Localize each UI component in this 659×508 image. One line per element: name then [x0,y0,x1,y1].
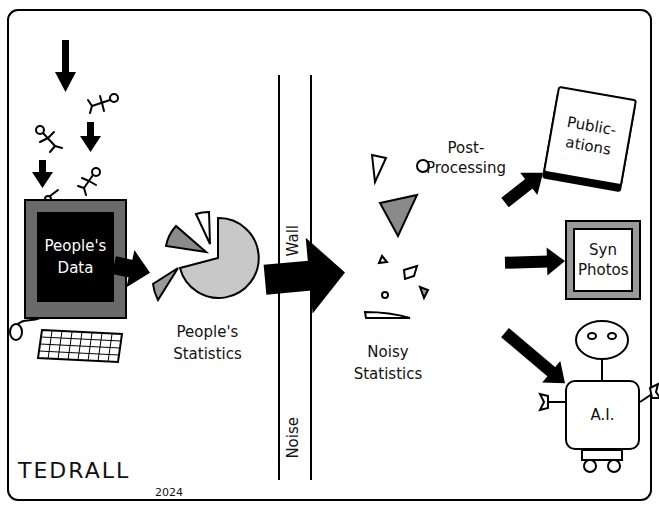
arrow-head [520,173,543,195]
arrow-head [127,250,151,287]
node-text: Syn Photos [578,240,628,280]
photo-frame: Syn Photos [565,220,641,300]
node-text: Noisy Statistics [345,341,431,385]
arrow-shaft [505,262,549,263]
flow-arrow [505,333,565,384]
noisy-node: Noisy Statistics [345,145,505,385]
flow-arrow [505,173,543,203]
falling-arrows [32,40,101,188]
node-text: People's Statistics [158,321,258,365]
pie-node: People's Statistics [150,205,265,365]
binder-box: Public- ations [543,86,637,187]
robot [540,321,659,472]
pie-chart [153,212,259,300]
panel-frame [8,10,651,500]
node-text: People's Data [41,235,110,279]
flow-arrow [505,248,565,276]
stick-figures [36,94,118,202]
arrow-head [542,361,565,383]
node-text: Public- ations [555,111,625,162]
flow-arrow [265,238,345,314]
node-text: Wall [284,225,302,256]
node-text: A.I. [591,405,615,425]
arrow-shaft [505,333,553,373]
robot-body: A.I. [565,380,640,450]
node-text: Noise [284,417,302,459]
signature: TEDRALL [18,462,130,480]
monitor-bezel [25,200,126,318]
arrow-shaft [265,275,313,279]
year-label: 2024 [155,484,183,502]
arrow-shaft [505,183,530,203]
flow-arrow [114,250,150,287]
keyboard [38,330,122,362]
screen-box: People's Data [37,212,114,302]
arrow-head [306,238,345,314]
arrow-head [547,248,565,276]
noisy-fragments [365,155,429,318]
wall-band: WallNoise [278,75,312,480]
arrow-shaft [114,265,132,269]
mouse [10,324,22,340]
process-label: Post- Processing [420,138,512,178]
